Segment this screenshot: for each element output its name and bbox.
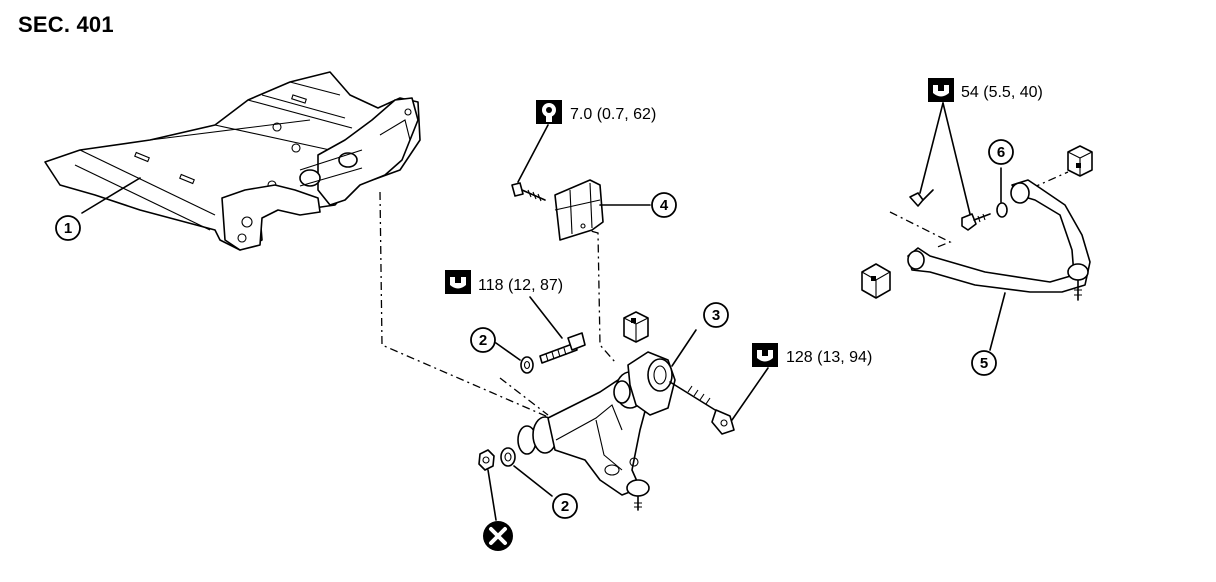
torque-callout-front: 118 (12, 87) bbox=[445, 270, 563, 339]
torque-value-upper: 54 (5.5, 40) bbox=[961, 84, 1043, 101]
part-5-callout: 5 bbox=[971, 350, 997, 376]
torque-callout-rear: 128 (13, 94) bbox=[731, 343, 872, 421]
suspension-member bbox=[44, 71, 421, 251]
do-not-reuse-icon bbox=[483, 521, 513, 551]
part-3-callout: 3 bbox=[703, 302, 729, 328]
assembly-line-upper-1 bbox=[889, 211, 952, 249]
assembly-line-bracket bbox=[559, 214, 616, 363]
part-4-callout: 4 bbox=[651, 192, 677, 218]
part-4-number: 4 bbox=[660, 197, 669, 214]
torque-value-front: 118 (12, 87) bbox=[478, 277, 563, 294]
lower-link-arm bbox=[517, 371, 650, 511]
torque-wrench-alt-icon bbox=[536, 100, 562, 124]
torque-value-bracket: 7.0 (0.7, 62) bbox=[570, 106, 656, 123]
torque-callout-bracket: 7.0 (0.7, 62) bbox=[536, 100, 656, 124]
torque-value-rear: 128 (13, 94) bbox=[786, 349, 872, 366]
part-2-callout-lower: 2 bbox=[552, 493, 578, 519]
part-2-callout-upper: 2 bbox=[470, 327, 496, 353]
assembly-line-upper-2 bbox=[1031, 171, 1069, 189]
part-6-number: 6 bbox=[997, 144, 1005, 161]
torque-callout-upper: 54 (5.5, 40) bbox=[928, 78, 1043, 102]
section-title: SEC. 401 bbox=[18, 12, 114, 37]
upper-arm-part bbox=[861, 102, 1093, 351]
bracket-part bbox=[511, 124, 651, 241]
torque-wrench-icon-rear bbox=[752, 343, 778, 367]
part-5-number: 5 bbox=[980, 355, 988, 372]
front-bolt-assembly bbox=[495, 332, 586, 374]
part-2-number-lower: 2 bbox=[561, 498, 569, 515]
rear-bushing-part bbox=[623, 311, 735, 435]
assembly-line-front-bolt bbox=[499, 377, 549, 416]
part-6-callout: 6 bbox=[988, 139, 1014, 165]
lower-nut-assembly bbox=[478, 447, 553, 521]
torque-wrench-icon bbox=[445, 270, 471, 294]
torque-wrench-icon-upper bbox=[928, 78, 954, 102]
assembly-line-front bbox=[379, 191, 556, 421]
part-3-number: 3 bbox=[712, 307, 720, 324]
part-1-number: 1 bbox=[64, 220, 72, 237]
part-2-number-upper: 2 bbox=[479, 332, 487, 349]
part-1-callout: 1 bbox=[55, 215, 81, 241]
